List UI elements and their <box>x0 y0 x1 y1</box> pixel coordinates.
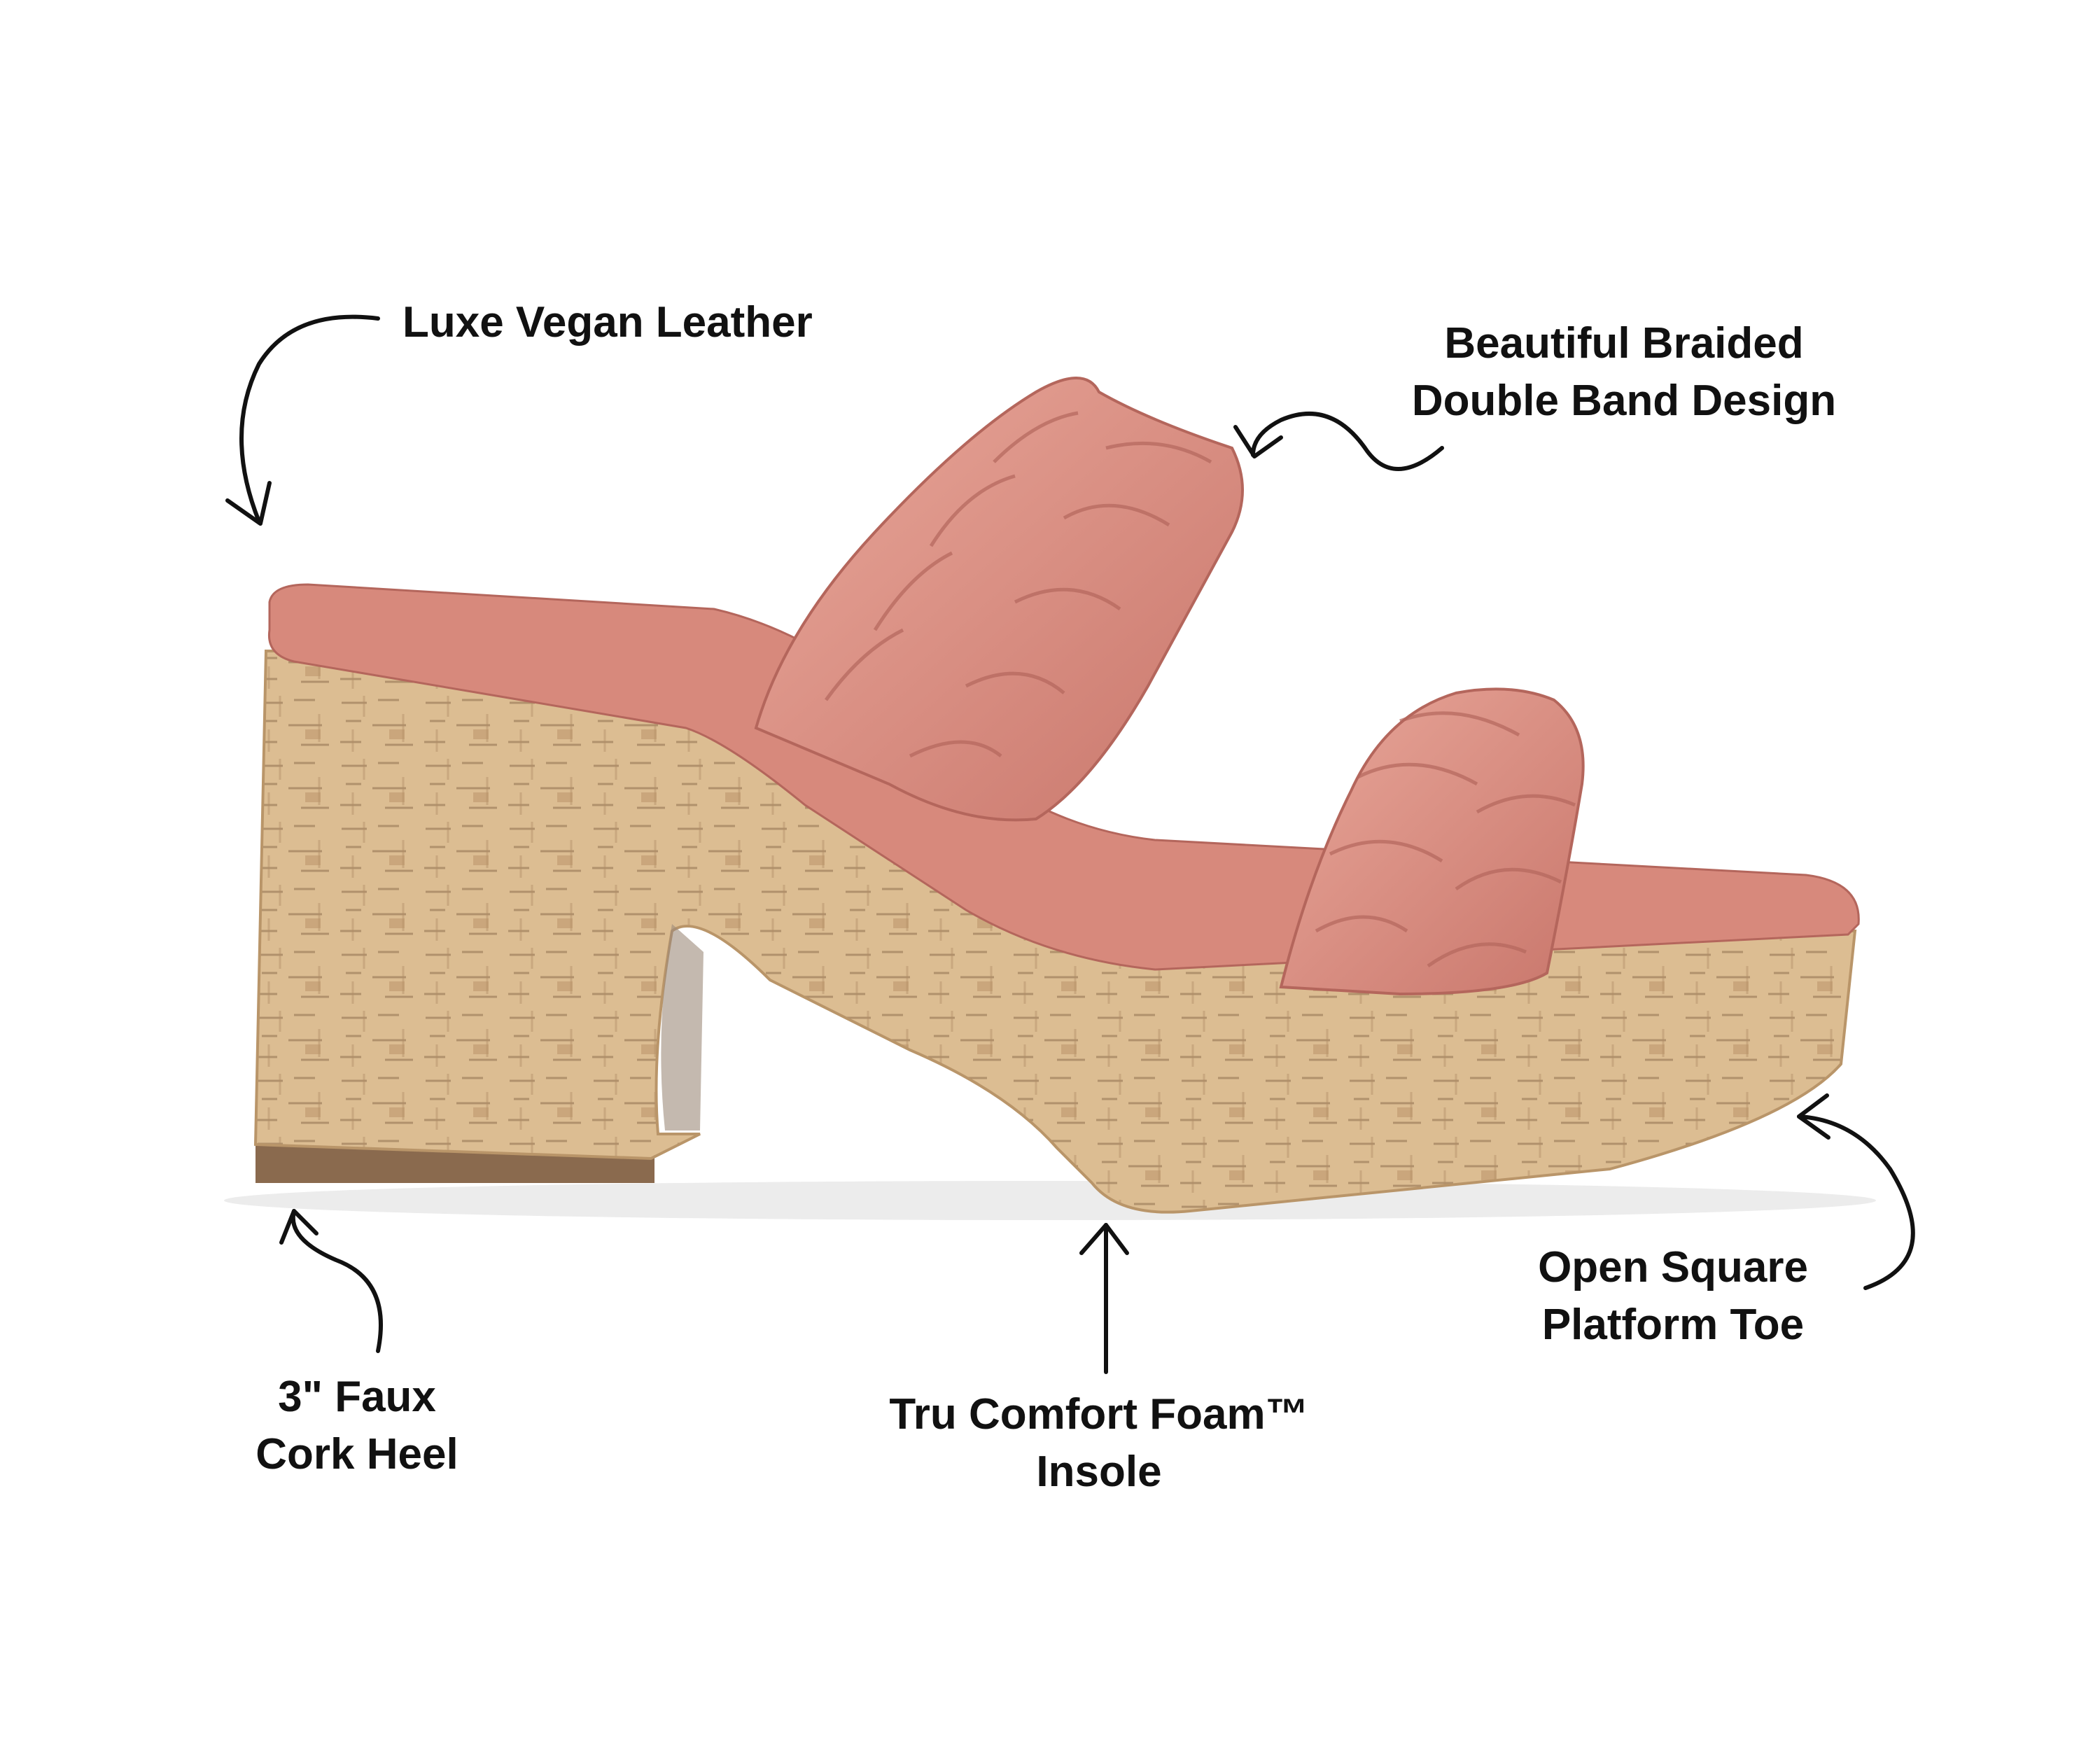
callout-platform-toe: Open Square Platform Toe <box>1491 1239 1855 1354</box>
callout-leather-line1: Luxe Vegan Leather <box>402 298 813 346</box>
callout-comfort-foam: Tru Comfort Foam™ Insole <box>854 1386 1344 1501</box>
callout-toe-line1: Open Square <box>1538 1243 1808 1292</box>
arrow-braid <box>1233 412 1444 471</box>
sandal <box>224 377 1876 1220</box>
callout-toe-line2: Platform Toe <box>1541 1301 1805 1349</box>
callout-foam-line1: Tru Comfort Foam™ <box>889 1390 1309 1438</box>
callout-braid-line2: Double Band Design <box>1411 377 1837 425</box>
arrow-foam <box>1079 1223 1129 1374</box>
callout-heel-line1: 3" Faux <box>278 1373 436 1421</box>
callout-foam-line2: Insole <box>1036 1448 1162 1496</box>
callout-heel-line2: Cork Heel <box>255 1430 458 1478</box>
arrow-leather <box>225 314 380 526</box>
rear-braided-strap <box>754 377 1244 822</box>
callout-braid-line1: Beautiful Braided <box>1444 319 1804 368</box>
shadow <box>224 1181 1876 1220</box>
callout-vegan-leather: Luxe Vegan Leather <box>402 294 813 351</box>
arrow-heel <box>279 1209 383 1353</box>
callout-cork-heel: 3" Faux Cork Heel <box>217 1368 497 1483</box>
front-braided-strap <box>1279 687 1585 996</box>
arrow-toe <box>1797 1093 1915 1290</box>
callout-braided-band: Beautiful Braided Double Band Design <box>1372 315 1876 430</box>
heel-arch <box>661 924 704 1130</box>
